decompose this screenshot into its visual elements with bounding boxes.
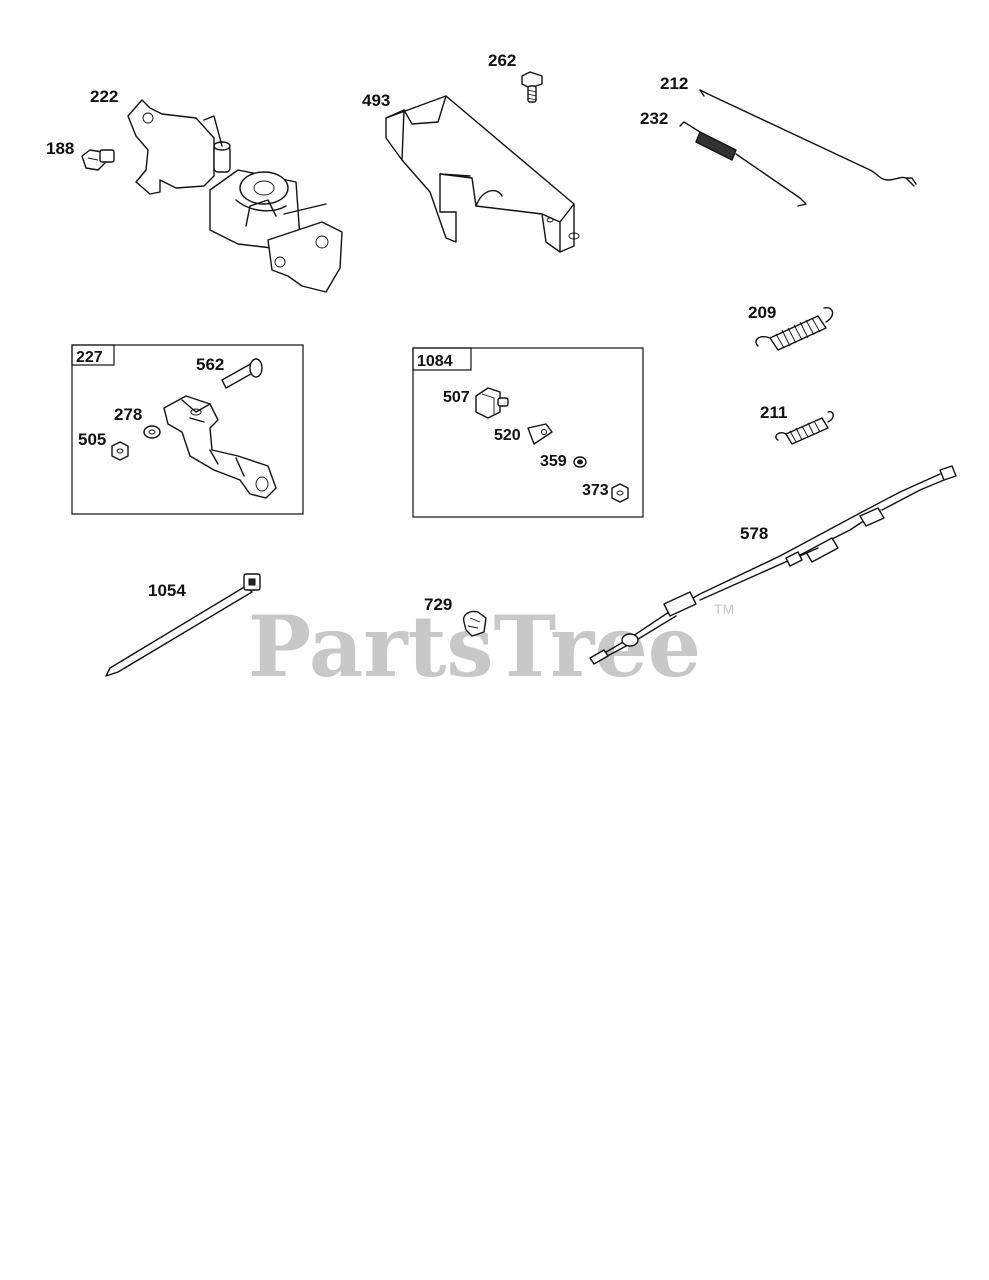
label-222: 222: [90, 87, 118, 106]
label-493: 493: [362, 91, 390, 110]
label-227[interactable]: 227: [76, 349, 103, 366]
part-505-nut[interactable]: [111, 441, 129, 461]
kit-1084-tag: [412, 347, 472, 371]
part-507-swivel[interactable]: [475, 387, 509, 419]
label-562: 562: [196, 355, 224, 374]
trademark-symbol: TM: [714, 601, 734, 617]
part-209-spring[interactable]: [755, 307, 834, 351]
part-211-spring[interactable]: [775, 410, 834, 445]
part-578-control-cable[interactable]: [589, 465, 957, 665]
label-278: 278: [114, 405, 142, 424]
label-505: 505: [78, 430, 106, 449]
label-211: 211: [760, 403, 787, 422]
label-729: 729: [424, 595, 452, 614]
label-373: 373: [582, 482, 609, 499]
label-359: 359: [540, 453, 567, 470]
part-359-retainer[interactable]: [573, 456, 587, 468]
kit-1084-frame: [412, 347, 644, 518]
label-1054: 1054: [148, 581, 186, 600]
part-1054-cable-tie[interactable]: [105, 573, 261, 677]
part-520-clip[interactable]: [527, 423, 553, 445]
part-373-nut[interactable]: [611, 483, 629, 503]
label-209: 209: [748, 303, 776, 322]
part-278-washer[interactable]: [143, 425, 161, 439]
label-232: 232: [640, 109, 668, 128]
part-188-nut[interactable]: [81, 149, 115, 171]
part-232-spring[interactable]: [679, 121, 807, 207]
part-222-control-bracket[interactable]: [127, 99, 343, 293]
kit-227-frame: [71, 344, 304, 515]
part-562-shoulder-bolt[interactable]: [221, 358, 263, 389]
label-188: 188: [46, 139, 74, 158]
label-578: 578: [740, 524, 768, 543]
label-507: 507: [443, 389, 470, 406]
part-227-lever-arm[interactable]: [163, 395, 277, 499]
label-262: 262: [488, 51, 516, 70]
part-493-cover-bracket[interactable]: [385, 95, 580, 253]
label-1084[interactable]: 1084: [417, 353, 453, 370]
label-212: 212: [660, 74, 688, 93]
part-212-link-rod[interactable]: [699, 89, 917, 187]
kit-227-tag: [71, 344, 115, 366]
part-262-screw[interactable]: [521, 71, 543, 103]
label-520: 520: [494, 427, 521, 444]
part-729-clip[interactable]: [463, 610, 487, 637]
